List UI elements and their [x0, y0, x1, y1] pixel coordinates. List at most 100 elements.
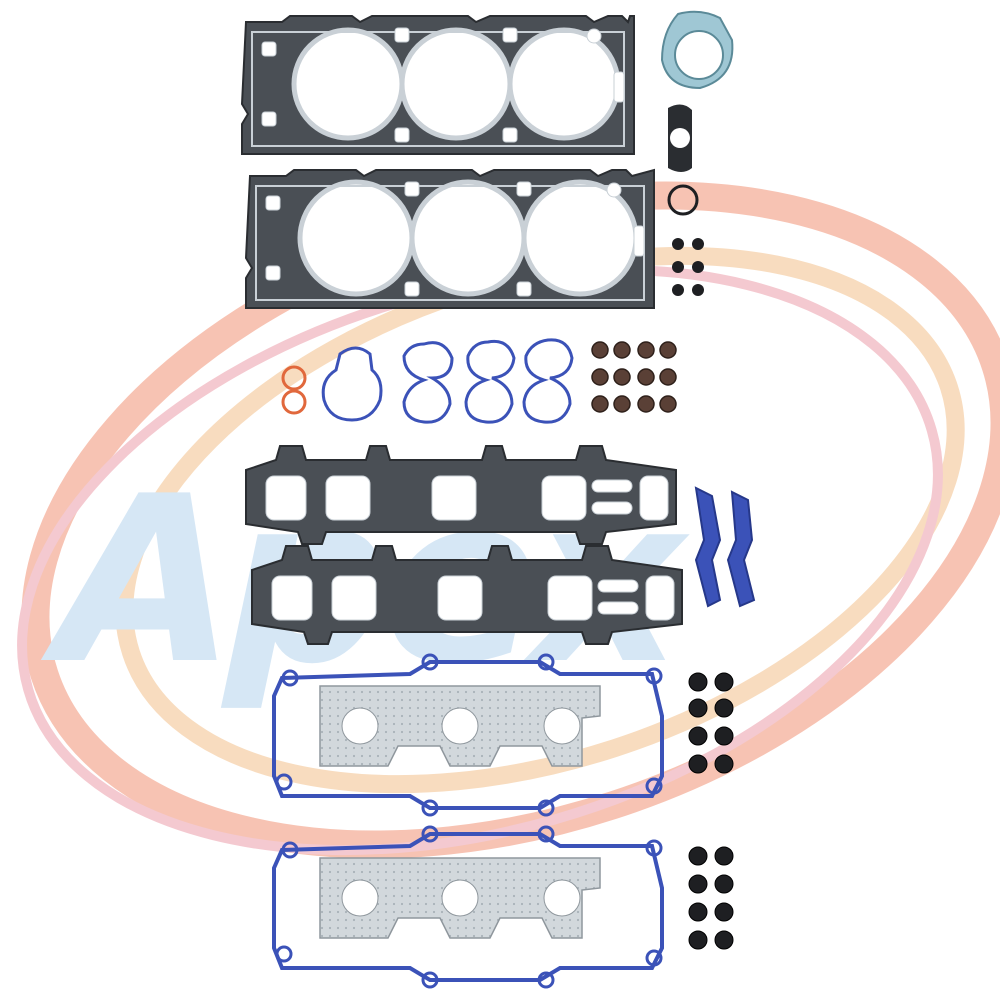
cylinder-bore [507, 27, 621, 141]
cylinder-bore [297, 179, 415, 297]
bolt-hole [394, 27, 410, 43]
tube-seal [714, 930, 734, 950]
vc-bolt-lug [281, 669, 299, 687]
end-seals [694, 486, 756, 608]
tube-seal [714, 874, 734, 894]
vc-bolt-lug [645, 667, 663, 685]
vc-bolt-lug [421, 653, 439, 671]
intake-port [265, 475, 307, 521]
bolt-hole [516, 181, 532, 197]
bolt-hole [261, 41, 277, 57]
fire-ring-bead [251, 31, 625, 147]
vc-bolt-lug [421, 799, 439, 817]
intake-manifold-gasket [245, 445, 677, 545]
cylinder-bore [399, 27, 513, 141]
small-seal [672, 238, 684, 250]
bolt-hole [502, 27, 518, 43]
blue-port-seal [522, 338, 574, 424]
valve-stem-seal [613, 341, 631, 359]
end-seal [726, 490, 756, 608]
cylinder-bore [521, 179, 639, 297]
end-seal [694, 486, 722, 608]
tube-seal [688, 698, 708, 718]
valve-stem-seal [591, 368, 609, 386]
exhaust-port [543, 707, 581, 745]
tube-seal [714, 726, 734, 746]
small-seals-group [672, 238, 704, 296]
valve-stem-seal [659, 341, 677, 359]
exhaust-port [441, 707, 479, 745]
vc-bolt-lug [645, 839, 663, 857]
valve-cover-gasket [272, 660, 664, 810]
vc-bolt-lug [537, 825, 555, 843]
tube-seal [688, 672, 708, 692]
blue-port-seals [321, 338, 574, 424]
bolt-hole [394, 127, 410, 143]
valve-stem-seal [637, 395, 655, 413]
valve-stem-seal [591, 341, 609, 359]
valve-stem-seal [659, 395, 677, 413]
valve-stem-seal [613, 395, 631, 413]
intake-port [431, 475, 477, 521]
orange-o-rings [281, 365, 307, 415]
tube-seal [688, 930, 708, 950]
tube-seal [688, 902, 708, 922]
tube-seal [714, 902, 734, 922]
bolt-hole [261, 111, 277, 127]
valve-cover-gasket [272, 832, 664, 982]
small-seal [672, 284, 684, 296]
valve-cover-and-exhaust-set [272, 825, 664, 989]
blue-port-seal [464, 339, 516, 424]
intake-port [547, 575, 593, 621]
coolant-slot [591, 501, 633, 515]
bolt-hole [404, 281, 420, 297]
valve-stem-seal [637, 368, 655, 386]
tube-seal [688, 754, 708, 774]
small-seal [692, 284, 704, 296]
coolant-slot [597, 601, 639, 615]
cylinder-bore [291, 27, 405, 141]
vc-bolt-lug [645, 949, 663, 967]
tube-seal [688, 846, 708, 866]
dowel-hole [586, 28, 602, 44]
orange-o-ring [281, 365, 307, 391]
bolt-hole [502, 127, 518, 143]
vc-bolt-lug [275, 773, 293, 791]
fire-ring-bead [255, 185, 645, 301]
vc-bolt-lug [645, 777, 663, 795]
intake-port [639, 475, 669, 521]
valve-stem-seal [637, 341, 655, 359]
vc-bolt-lug [421, 971, 439, 989]
tube-seal [688, 726, 708, 746]
tube-seal [714, 754, 734, 774]
bolt-hole [516, 281, 532, 297]
valve-stem-seal [613, 368, 631, 386]
intake-port [645, 575, 675, 621]
valve-stem-seal [659, 368, 677, 386]
oil-passage [613, 71, 625, 103]
valve-stem-seals [591, 341, 677, 413]
intake-port [541, 475, 587, 521]
bolt-hole [265, 265, 281, 281]
small-seal [672, 261, 684, 273]
tube-seal [714, 698, 734, 718]
vc-bolt-lug [537, 971, 555, 989]
vc-bolt-lug [275, 945, 293, 963]
cylinder-bore [409, 179, 527, 297]
tube-seal [688, 874, 708, 894]
coolant-slot [597, 579, 639, 593]
orange-o-ring [281, 389, 307, 415]
intake-port [325, 475, 371, 521]
exhaust-port [341, 879, 379, 917]
exhaust-port [441, 879, 479, 917]
coolant-slot [591, 479, 633, 493]
spark-plug-tube-seals [688, 672, 734, 950]
blue-port-seal [321, 346, 383, 422]
bolt-hole [265, 195, 281, 211]
cylinder-head-gasket [240, 15, 635, 155]
cylinder-head-gasket [244, 168, 655, 309]
vc-bolt-lug [421, 825, 439, 843]
exhaust-port [543, 879, 581, 917]
valve-cover-and-exhaust-set [272, 653, 664, 817]
